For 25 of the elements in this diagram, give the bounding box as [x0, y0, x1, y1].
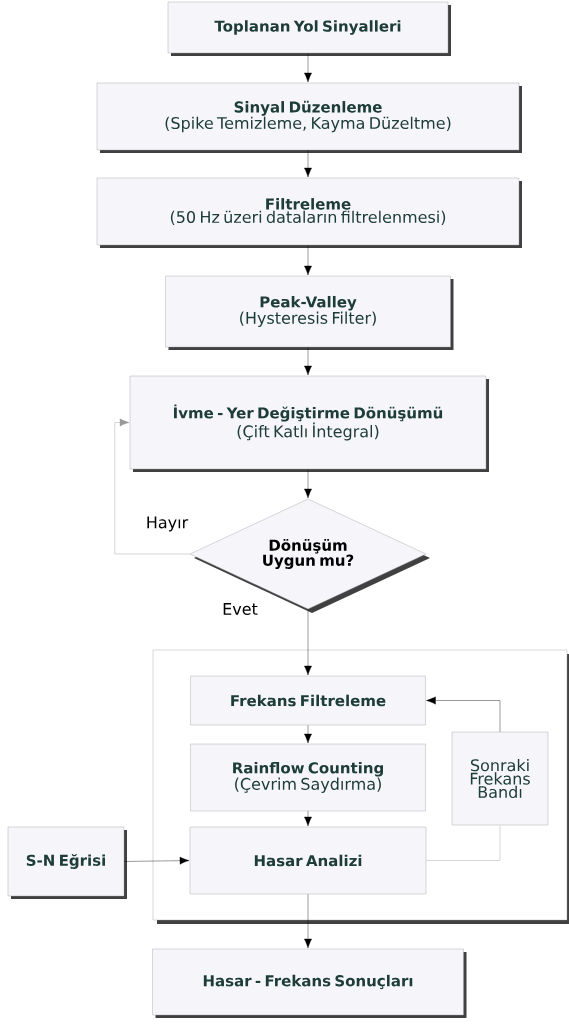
arrow — [304, 609, 312, 676]
edge-label: Hayır — [144, 515, 190, 533]
process-box: Hasar Analizi — [189, 826, 427, 895]
arrow — [304, 245, 312, 276]
arrow — [304, 469, 312, 499]
edge-label: Evet — [221, 602, 259, 616]
process-box: İvme - Yer Değiştirme Dönüşümü (Çift Katlı İntegral) — [129, 375, 489, 472]
arrow — [426, 696, 501, 732]
process-box: Frekans Filtreleme — [190, 675, 426, 726]
arrow — [304, 53, 312, 83]
process-box: S-N Eğrisi — [7, 826, 127, 899]
arrow — [114, 418, 190, 555]
process-box: Sinyal Düzenleme (Spike Temizleme, Kayma Düzeltme) — [96, 82, 522, 153]
process-box: Rainflow Counting (Çevrim Saydırma) — [190, 743, 426, 812]
arrow — [124, 856, 190, 865]
process-box: Filtreleme (50 Hz üzeri dataların filtrelenmesi) — [96, 177, 522, 248]
process-box: Peak-Valley (Hysteresis Filter) — [165, 275, 454, 350]
arrow — [304, 150, 312, 178]
process-box: Toplanan Yol Sinyalleri — [167, 1, 451, 56]
arrow — [304, 894, 312, 949]
process-box: Hasar - Frekans Sonuçları — [152, 948, 467, 1018]
arrow — [304, 725, 312, 744]
arrow — [304, 811, 312, 827]
arrow — [304, 347, 312, 376]
process-box: Sonraki Frekans Bandı — [451, 731, 549, 826]
